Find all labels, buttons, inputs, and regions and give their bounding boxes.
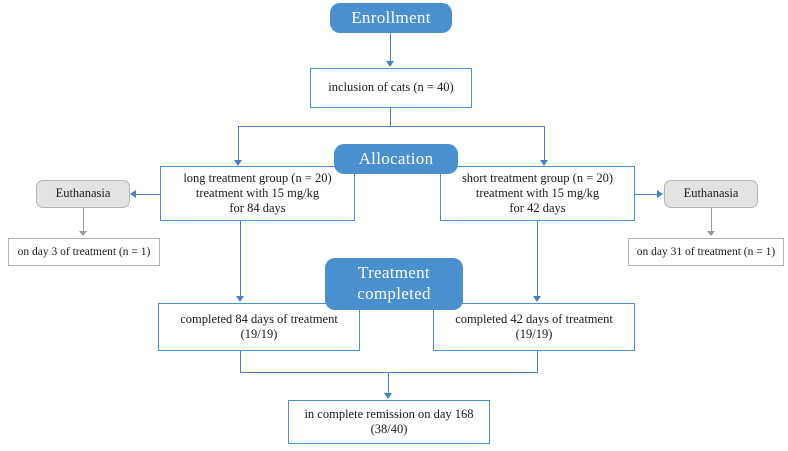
node-completed-short: completed 42 days of treatment (19/19): [433, 303, 635, 351]
connector-euthanasia-left-down: [83, 208, 84, 232]
node-short-treatment-group-label: short treatment group (n = 20) treatment…: [461, 170, 614, 216]
stage-treatment-completed: Treatment completed: [325, 258, 463, 310]
node-euthanasia-right-label: Euthanasia: [683, 186, 739, 201]
connector-merge-to-remission: [388, 372, 389, 394]
node-euthanasia-left: Euthanasia: [36, 180, 130, 208]
arrowhead-long-group-to-completed: [236, 296, 244, 302]
node-completed-long-label: completed 84 days of treatment (19/19): [180, 311, 338, 341]
node-short-treatment-group: short treatment group (n = 20) treatment…: [440, 166, 635, 221]
connector-euthanasia-right-down: [711, 208, 712, 232]
arrowhead-euthanasia-right-down: [707, 231, 715, 236]
connector-merge-bar: [240, 372, 538, 373]
stage-treatment-completed-label: Treatment completed: [357, 263, 431, 303]
arrowhead-short-group-to-euthanasia: [657, 190, 663, 198]
node-completed-long: completed 84 days of treatment (19/19): [158, 303, 360, 351]
connector-completed-short-down: [537, 351, 538, 372]
node-long-treatment-group: long treatment group (n = 20) treatment …: [160, 166, 355, 221]
node-euthanasia-right: Euthanasia: [664, 180, 758, 208]
connector-long-group-to-completed: [240, 221, 241, 297]
connector-inclusion-down: [390, 108, 391, 126]
arrowhead-euthanasia-left-down: [79, 231, 87, 236]
node-euthanasia-left-label: Euthanasia: [55, 186, 111, 201]
node-completed-short-label: completed 42 days of treatment (19/19): [455, 311, 613, 341]
connector-completed-long-down: [240, 351, 241, 372]
node-inclusion-label: inclusion of cats (n = 40): [328, 80, 454, 95]
connector-allocation-split-bar: [238, 126, 544, 127]
arrowhead-split-to-long-group: [234, 160, 242, 166]
connector-short-group-to-completed: [537, 221, 538, 297]
arrowhead-merge-to-remission: [384, 393, 392, 399]
node-remission: in complete remission on day 168 (38/40): [288, 400, 490, 444]
arrowhead-split-to-short-group: [540, 160, 548, 166]
stage-allocation-label: Allocation: [358, 148, 434, 168]
connector-long-group-to-euthanasia: [136, 194, 160, 195]
arrowhead-short-group-to-completed: [533, 296, 541, 302]
connector-split-to-short-group: [544, 126, 545, 161]
stage-enrollment-label: Enrollment: [351, 7, 431, 27]
arrowhead-long-group-to-euthanasia: [130, 190, 136, 198]
stage-allocation: Allocation: [334, 144, 458, 174]
arrowhead-enrollment-to-inclusion: [386, 61, 394, 67]
node-inclusion: inclusion of cats (n = 40): [310, 68, 472, 108]
connector-enrollment-to-inclusion: [390, 33, 391, 62]
stage-enrollment: Enrollment: [330, 3, 452, 33]
node-euthanasia-left-detail-label: on day 3 of treatment (n = 1): [17, 245, 151, 258]
node-euthanasia-right-detail: on day 31 of treatment (n = 1): [628, 238, 784, 266]
node-euthanasia-right-detail-label: on day 31 of treatment (n = 1): [636, 245, 776, 258]
node-remission-label: in complete remission on day 168 (38/40): [304, 406, 474, 436]
connector-split-to-long-group: [238, 126, 239, 161]
connector-short-group-to-euthanasia: [635, 194, 659, 195]
node-euthanasia-left-detail: on day 3 of treatment (n = 1): [8, 238, 160, 266]
node-long-treatment-group-label: long treatment group (n = 20) treatment …: [183, 170, 332, 216]
